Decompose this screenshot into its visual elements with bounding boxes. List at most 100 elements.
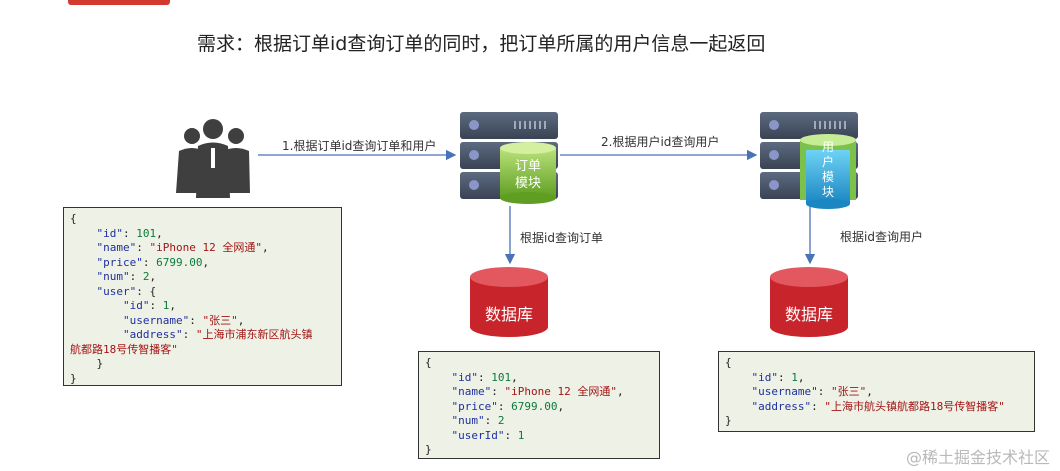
code-line: "price": 6799.00, <box>70 256 341 271</box>
code-token: , <box>261 241 269 254</box>
order-module-cylinder <box>500 142 556 204</box>
code-token: "username" <box>122 313 190 327</box>
code-token <box>70 270 97 283</box>
code-token: "username" <box>751 385 818 398</box>
code-token: , <box>797 370 805 384</box>
code-token: "id" <box>451 370 479 384</box>
code-token: , <box>202 255 210 269</box>
code-line: { <box>425 356 659 371</box>
code-token: "price" <box>96 255 143 269</box>
user-module-label-line: 块 <box>821 185 834 199</box>
user-module-label: 用 户 模 块 <box>806 140 850 200</box>
code-token: : <box>484 414 498 427</box>
code-token: 1 <box>162 299 170 312</box>
code-line: "id": 1, <box>70 299 341 314</box>
code-token: "id" <box>96 226 124 240</box>
code-token: : <box>142 255 157 269</box>
code-line: "id": 101, <box>70 227 341 242</box>
code-token: "张三" <box>830 385 867 398</box>
user-module-cylinder <box>800 134 856 209</box>
code-token: 101 <box>136 226 157 240</box>
code-line: "id": 101, <box>425 371 659 386</box>
code-token: "iPhone 12 全网通" <box>504 385 617 398</box>
code-line: "id": 1, <box>725 371 1034 386</box>
code-token <box>425 414 452 427</box>
code-token <box>425 385 452 398</box>
code-token: : <box>817 385 831 398</box>
code-token: "iPhone 12 全网通" <box>149 241 262 254</box>
code-line: "name": "iPhone 12 全网通", <box>70 241 341 256</box>
arrow-label-order-db: 根据id查询订单 <box>520 231 603 245</box>
code-token: 1 <box>517 428 525 442</box>
arrow-label-user-db: 根据id查询用户 <box>840 230 923 244</box>
slide-corner-mark <box>68 0 170 5</box>
code-token <box>70 299 123 312</box>
code-token: : <box>778 370 792 384</box>
code-token: "address" <box>751 399 812 413</box>
code-token <box>425 400 452 413</box>
code-token: "num" <box>451 414 485 427</box>
code-token: } <box>425 443 432 456</box>
code-token: : <box>189 313 203 327</box>
code-token: 6799.00 <box>156 255 203 269</box>
json-order-with-user: { "id": 101, "name": "iPhone 12 全网通", "p… <box>63 207 342 386</box>
code-token: { <box>70 212 77 225</box>
code-token <box>725 371 752 384</box>
code-token: : <box>136 241 150 254</box>
code-token: : <box>123 226 137 240</box>
code-line: "num": 2, <box>70 270 341 285</box>
code-token: : <box>811 399 825 413</box>
code-token: "userId" <box>451 428 505 442</box>
code-token: : <box>478 370 492 384</box>
user-module-label-line: 户 <box>821 155 834 169</box>
code-token <box>70 285 97 298</box>
code-token: : <box>497 399 512 413</box>
user-module-label-line: 用 <box>821 140 834 154</box>
order-module-label-line: 订单 <box>514 159 541 174</box>
code-line: } <box>425 443 659 458</box>
code-token: 1 <box>791 370 798 384</box>
user-db-label: 数据库 <box>784 305 833 324</box>
database-cylinder-icon <box>770 267 848 337</box>
arrow-label-order-request: 1.根据订单id查询订单和用户 <box>282 139 437 153</box>
code-token <box>425 429 452 442</box>
code-token: , <box>156 226 163 240</box>
code-line: "price": 6799.00, <box>425 400 659 415</box>
json-order: { "id": 101, "name": "iPhone 12 全网通", "p… <box>418 351 660 459</box>
code-token: , <box>169 299 176 312</box>
code-line: } <box>70 372 341 387</box>
code-token <box>725 400 752 413</box>
code-token: , <box>616 385 624 398</box>
code-token: } <box>70 371 77 385</box>
code-line: "username": "张三", <box>725 385 1034 400</box>
code-line: "address": "上海市浦东新区航头镇 <box>70 328 341 343</box>
code-token: "id" <box>122 299 150 312</box>
code-line: "address": "上海市航头镇航都路18号传智播客" <box>725 400 1034 415</box>
code-token: "price" <box>451 399 498 413</box>
page-title: 需求：根据订单id查询订单的同时，把订单所属的用户信息一起返回 <box>197 33 766 55</box>
json-user: { "id": 1, "username": "张三", "address": … <box>718 351 1035 432</box>
code-token: "id" <box>751 370 779 384</box>
code-token: "张三" <box>202 313 238 327</box>
order-module-label: 订单 模块 <box>500 158 556 192</box>
code-token: } <box>725 414 732 427</box>
code-token <box>70 227 97 240</box>
code-token: : <box>504 428 518 442</box>
code-token: "name" <box>451 385 492 398</box>
user-module-label-line: 模 <box>821 170 834 184</box>
code-token <box>725 385 752 398</box>
code-token: "address" <box>122 328 183 341</box>
code-token: 101 <box>491 370 512 384</box>
code-line: { <box>70 212 341 227</box>
code-token: , <box>557 399 565 413</box>
code-line: "userId": 1 <box>425 429 659 444</box>
order-db-label: 数据库 <box>484 305 533 324</box>
code-token: "name" <box>96 241 137 254</box>
code-token: 6799.00 <box>511 399 558 413</box>
code-token: "上海市浦东新区航头镇 <box>195 328 313 341</box>
code-token: 2 <box>497 414 505 427</box>
code-token: , <box>511 370 518 384</box>
code-token: , <box>149 270 157 283</box>
code-token: , <box>237 313 245 327</box>
